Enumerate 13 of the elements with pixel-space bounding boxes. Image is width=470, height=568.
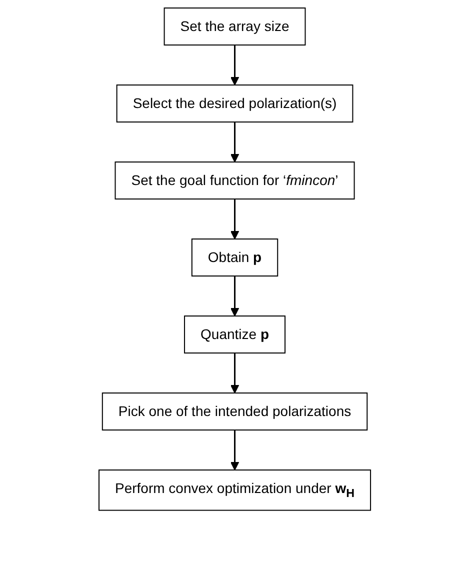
arrow [230,122,240,162]
arrow [230,45,240,86]
arrow [230,430,240,470]
arrow [230,353,240,394]
node-box: Perform convex optimization under w$_{H}$ [98,470,372,511]
node-box: Set the array size [164,8,306,46]
arrow [230,276,240,316]
node-box: Obtain p [192,238,278,276]
node-box: Select the desired polarization(s) [116,84,354,122]
arrow [230,199,240,240]
node-box: Pick one of the intended polarizations [102,392,368,430]
node-box: Set the goal function for ‘fmincon’ [114,162,356,200]
node-box: Quantize p [184,316,286,354]
